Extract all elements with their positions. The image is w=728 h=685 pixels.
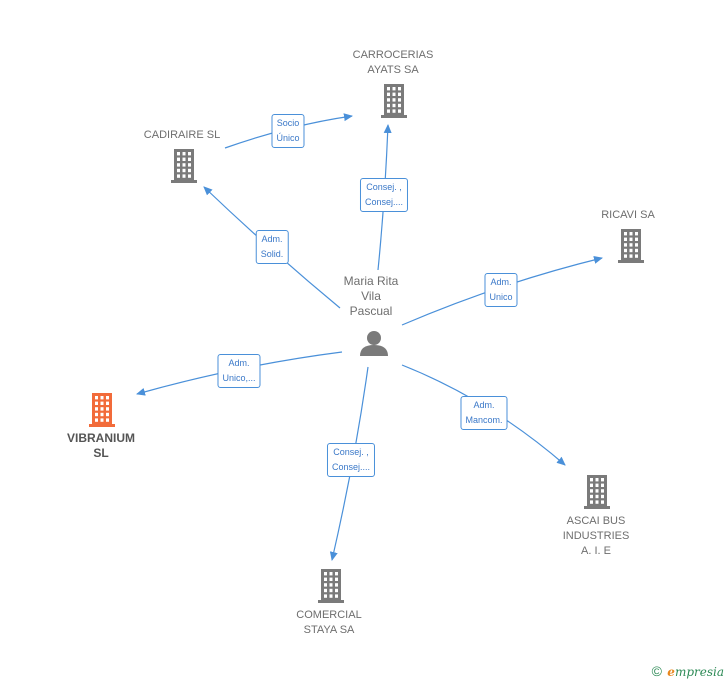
relation-label-carrocerias[interactable]: Socio Único — [271, 114, 305, 148]
company-name-carrocerias[interactable]: CARROCERIAS AYATS SA — [352, 49, 434, 76]
relation-label-vibranium[interactable]: Adm. Unico,... — [217, 354, 261, 388]
relation-label-carrocerias[interactable]: Consej. , Consej.... — [359, 178, 409, 212]
person-name[interactable]: Maria Rita Vila Pascual — [343, 274, 399, 318]
brand-logo-e: e — [667, 665, 675, 679]
relation-label-cadiraire[interactable]: Adm. Solid. — [255, 230, 289, 264]
footer-brand: © empresia — [652, 663, 724, 679]
building-icon-ricavi[interactable] — [618, 229, 644, 263]
building-icon-carrocerias[interactable] — [381, 84, 407, 118]
relation-label-comercial[interactable]: Consej. , Consej.... — [326, 443, 376, 477]
relation-label-ricavi[interactable]: Adm. Unico — [484, 273, 518, 307]
company-name-comercial[interactable]: COMERCIAL STAYA SA — [296, 609, 362, 636]
company-name-cadiraire[interactable]: CADIRAIRE SL — [143, 129, 221, 141]
person-icon[interactable] — [360, 331, 388, 356]
copyright-symbol: © — [651, 663, 662, 679]
company-name-vibranium[interactable]: VIBRANIUM SL — [67, 431, 135, 460]
relation-label-ascai[interactable]: Adm. Mancom. — [460, 396, 508, 430]
company-name-ascai[interactable]: ASCAI BUS INDUSTRIES A. I. E — [562, 515, 630, 557]
building-icon-ascai[interactable] — [584, 475, 610, 509]
building-icon-comercial[interactable] — [318, 569, 344, 603]
building-icon-cadiraire[interactable] — [171, 149, 197, 183]
brand-logo-rest: mpresia — [674, 665, 724, 679]
company-name-ricavi[interactable]: RICAVI SA — [601, 209, 655, 221]
building-icon-vibranium[interactable] — [89, 393, 115, 427]
